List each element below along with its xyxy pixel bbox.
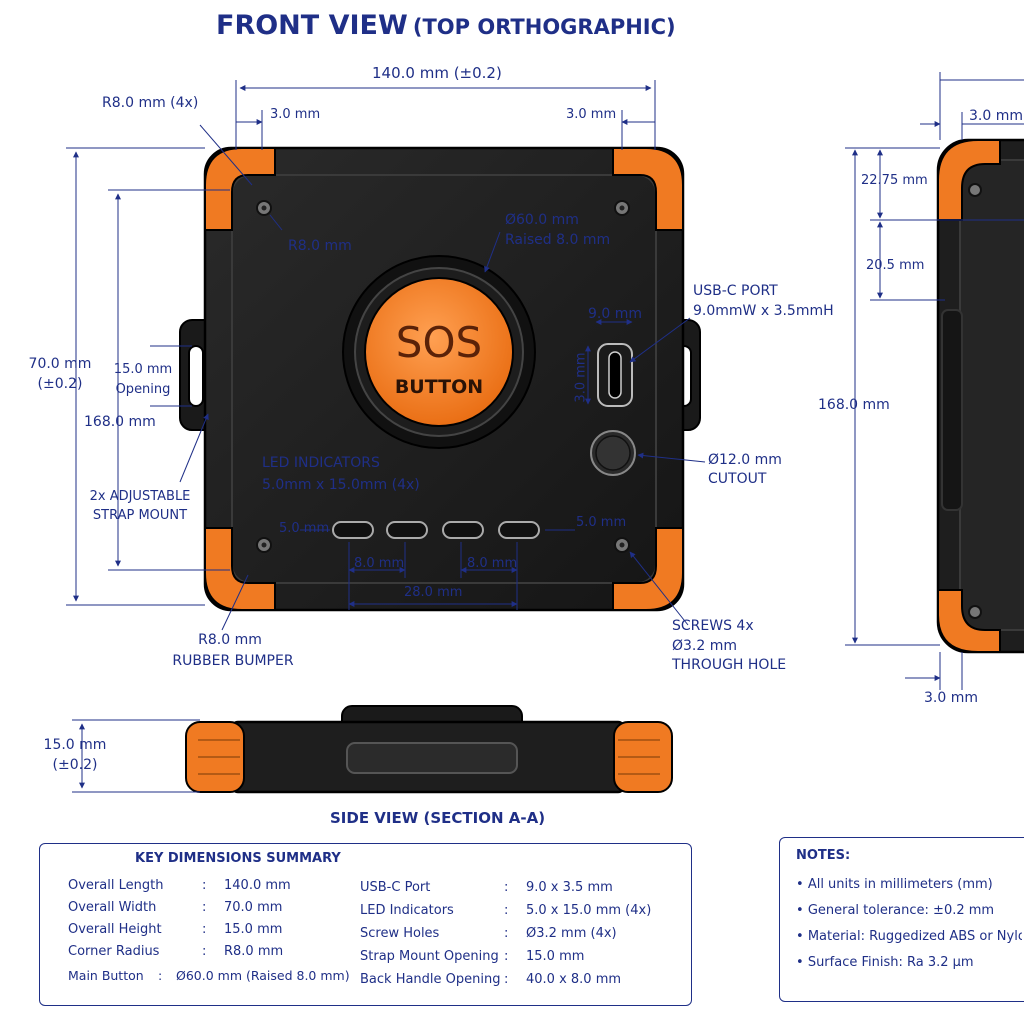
summary-right-row: Screw Holes:Ø3.2 mm (4x): [360, 926, 617, 941]
summary-label: Corner Radius: [68, 944, 160, 959]
overall-length-label: 140.0 mm (±0.2): [372, 64, 502, 82]
title-main: FRONT VIEW: [216, 10, 408, 41]
opening-label-2: Opening: [115, 382, 171, 397]
led-gap-label-2: 8.0 mm: [467, 556, 518, 571]
led-height-left-label: 5.0 mm: [279, 521, 330, 536]
cutout-label-1: Ø12.0 mm: [708, 452, 782, 468]
summary-right-row: LED Indicators:5.0 x 15.0 mm (4x): [360, 903, 652, 918]
front-device: [179, 146, 701, 612]
led-label-1: LED INDICATORS: [262, 455, 380, 471]
usb-height-label: 3.0 mm: [573, 352, 589, 403]
bumper-label-1: R8.0 mm: [198, 632, 262, 648]
strap-label-2: STRAP MOUNT: [92, 508, 188, 523]
summary-label: Back Handle Opening: [360, 972, 501, 987]
summary-label: Strap Mount Opening: [360, 949, 499, 964]
sos-button-text[interactable]: SOS: [395, 318, 483, 367]
strap-label-1: 2x ADJUSTABLE: [89, 489, 191, 504]
screws-label-3: THROUGH HOLE: [672, 657, 787, 673]
corner-radius-label: R8.0 mm (4x): [102, 95, 199, 111]
summary-left-row: Main Button:Ø60.0 mm (Raised 8.0 mm): [68, 968, 350, 983]
summary-left-row: Corner Radius:R8.0 mm: [68, 944, 284, 959]
led-label-2: 5.0mm x 15.0mm (4x): [262, 477, 420, 493]
side-view-title: SIDE VIEW (SECTION A-A): [330, 809, 546, 827]
offset-right-label: 3.0 mm: [566, 107, 617, 122]
led-span-label: 28.0 mm: [404, 585, 463, 600]
right-top-label: 3.0 mm: [969, 108, 1023, 124]
note-item: • General tolerance: ±0.2 mm: [796, 903, 995, 918]
width-label-2: (±0.2): [37, 376, 83, 392]
side-thickness-label-2: (±0.2): [52, 757, 98, 773]
note-item: • Surface Finish: Ra 3.2 µm: [796, 955, 974, 970]
summary-box: [39, 843, 692, 1006]
right-partial-device: [936, 138, 1024, 654]
opening-label-1: 15.0 mm: [113, 362, 173, 377]
summary-title: KEY DIMENSIONS SUMMARY: [135, 851, 341, 866]
sos-button-subtext[interactable]: BUTTON: [394, 376, 484, 398]
title-sub: (TOP ORTHOGRAPHIC): [412, 15, 676, 39]
right-height-label: 168.0 mm: [818, 397, 890, 413]
led-gap-label-1: 8.0 mm: [354, 556, 405, 571]
summary-label: USB-C Port: [360, 880, 431, 895]
summary-right-row: Strap Mount Opening:15.0 mm: [360, 949, 585, 964]
button-dim-label-1: Ø60.0 mm: [505, 212, 579, 228]
screws-label-1: SCREWS 4x: [672, 618, 754, 634]
summary-label: Overall Height: [68, 922, 162, 937]
summary-label: Main Button: [68, 968, 144, 983]
right-d2-label: 20.5 mm: [866, 258, 925, 273]
usb-label-1: USB-C PORT: [693, 283, 778, 299]
notes-title: NOTES:: [796, 848, 851, 863]
page-title: FRONT VIEW (TOP ORTHOGRAPHIC): [216, 10, 676, 41]
summary-left-row: Overall Height:15.0 mm: [68, 922, 283, 937]
screws-label-2: Ø3.2 mm: [672, 638, 738, 654]
summary-label: Screw Holes: [360, 926, 440, 941]
width-label-1: 70.0 mm: [28, 356, 92, 372]
button-dim-label-2: Raised 8.0 mm: [505, 232, 611, 248]
led-height-right-label: 5.0 mm: [576, 515, 627, 530]
height-168-label: 168.0 mm: [84, 414, 156, 430]
notes-box: [779, 837, 1024, 1002]
right-bottom-label: 3.0 mm: [924, 690, 978, 706]
note-item: • All units in millimeters (mm): [796, 877, 993, 892]
side-thickness-label-1: 15.0 mm: [43, 737, 107, 753]
summary-label: Overall Width: [68, 900, 157, 915]
dimension-lines: [66, 72, 1024, 793]
usb-width-label: 9.0 mm: [588, 306, 642, 322]
inner-radius-label: R8.0 mm: [288, 238, 352, 254]
note-item: • Material: Ruggedized ABS or Nylon: [796, 929, 1022, 944]
right-d1-label: 22.75 mm: [861, 173, 928, 188]
bumper-label-2: RUBBER BUMPER: [172, 653, 294, 669]
summary-left-row: Overall Length:140.0 mm: [68, 878, 291, 893]
usb-label-2: 9.0mmW x 3.5mmH: [693, 303, 834, 319]
summary-right-row: Back Handle Opening:40.0 x 8.0 mm: [360, 972, 622, 987]
offset-left-label: 3.0 mm: [270, 107, 321, 122]
summary-label: LED Indicators: [360, 903, 454, 918]
cutout-label-2: CUTOUT: [708, 471, 767, 487]
side-device: [185, 705, 673, 794]
summary-left-row: Overall Width:70.0 mm: [68, 900, 283, 915]
summary-label: Overall Length: [68, 878, 164, 893]
summary-right-row: USB-C Port:9.0 x 3.5 mm: [360, 880, 613, 895]
